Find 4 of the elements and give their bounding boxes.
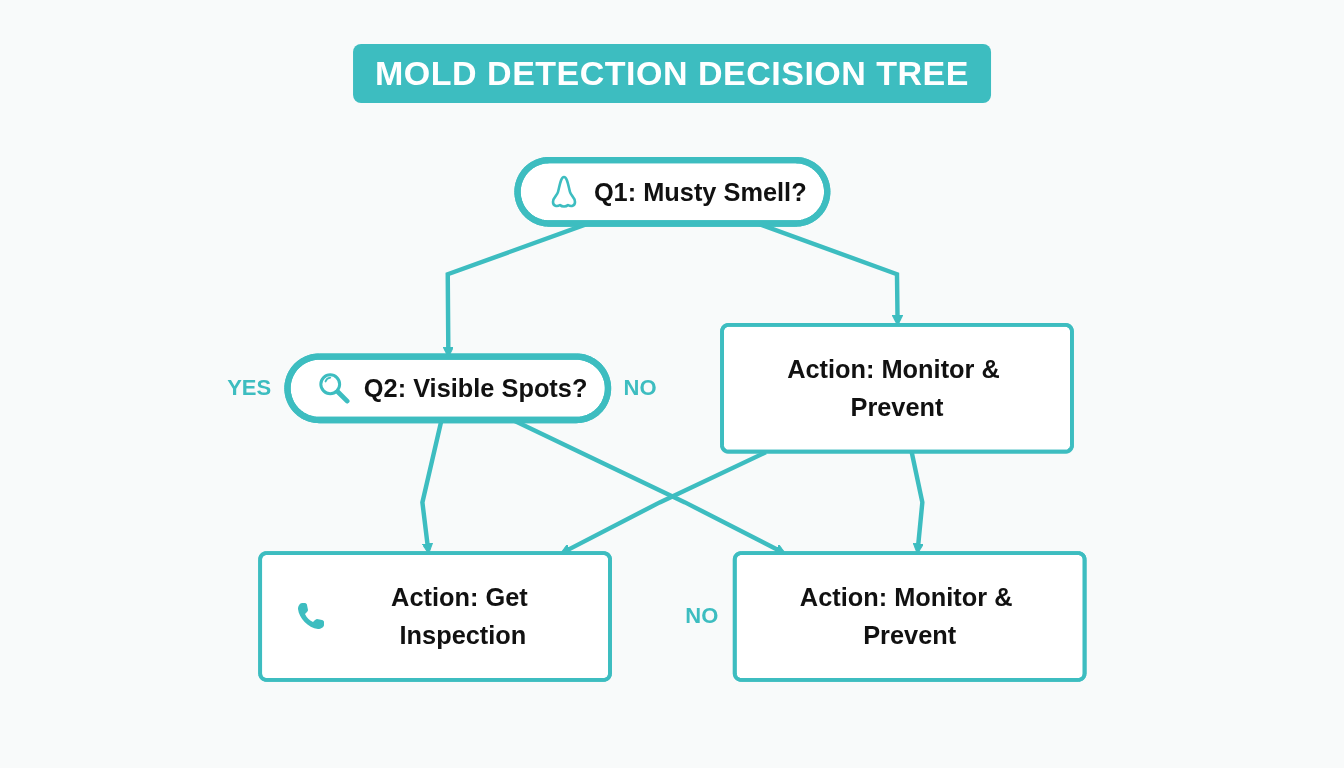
title-banner: MOLD DETECTION DECISION TREE xyxy=(353,44,991,103)
branch-label: NO xyxy=(685,605,719,628)
branch-label: YES xyxy=(227,377,272,400)
branch-label: NO xyxy=(623,377,657,400)
